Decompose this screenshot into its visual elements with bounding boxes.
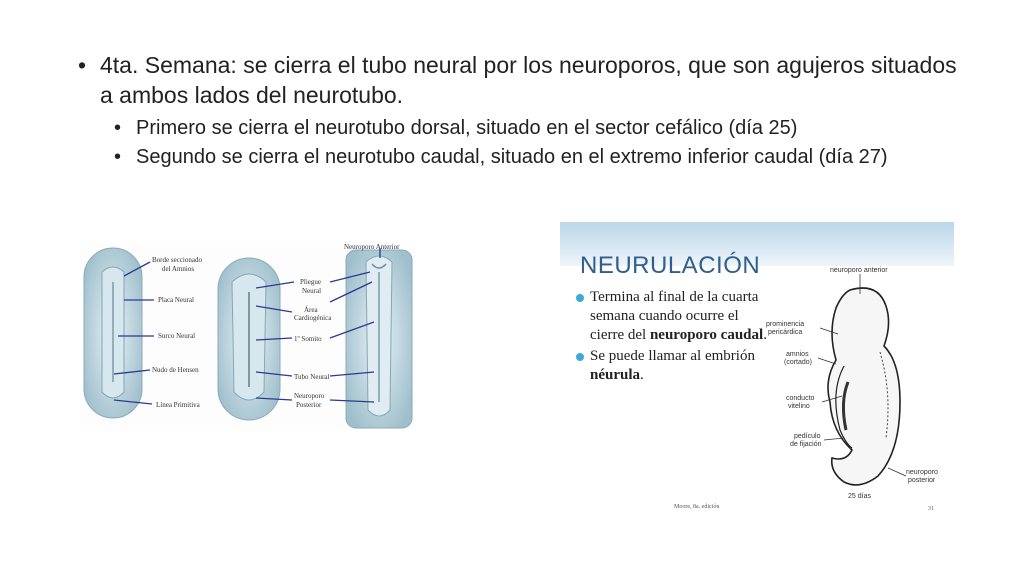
label-prominencia-1: prominencia bbox=[766, 321, 804, 328]
label-dias: 25 días bbox=[848, 493, 871, 500]
sub-bullet-1: Primero se cierra el neurotubo dorsal, s… bbox=[72, 116, 972, 141]
label-surco: Surco Neural bbox=[158, 332, 195, 340]
slide-bullet-2: Se puede llamar al embrión néurula. bbox=[574, 347, 774, 385]
label-neuroporo-post-1: neuroporo bbox=[906, 469, 938, 476]
bullet-list: 4ta. Semana: se cierra el tubo neural po… bbox=[72, 50, 972, 174]
label-borde-2: del Amnios bbox=[162, 265, 194, 273]
label-neuroporo-post-1: Neuroporo bbox=[294, 392, 325, 400]
label-neuroporo-ant: Neuroporo Anterior bbox=[344, 243, 400, 251]
label-pediculo-1: pedículo bbox=[794, 433, 821, 440]
embryo-diagram: Borde seccionado del Amnios Placa Neural… bbox=[83, 243, 413, 429]
embryo-outline bbox=[827, 287, 901, 486]
citation: Moore, 8a. edición bbox=[674, 504, 720, 510]
label-pediculo-2: de fijación bbox=[790, 441, 822, 448]
label-conducto-2: vitelino bbox=[788, 403, 810, 410]
bullet-1-text: Termina al final de la cuarta semana cua… bbox=[590, 289, 759, 343]
neurulation-slide: NEURULACIÓN Termina al final de la cuart… bbox=[560, 222, 954, 518]
bullet-2-bold: néurula bbox=[590, 367, 641, 383]
label-area-2: Cardiogénica bbox=[294, 314, 332, 322]
label-neuroporo-post-2: Posterior bbox=[296, 401, 322, 409]
label-conducto-1: conducto bbox=[786, 395, 815, 402]
bullet-1-bold: neuroporo caudal bbox=[649, 327, 764, 343]
label-area-1: Área bbox=[304, 306, 318, 314]
label-pliegue-2: Neural bbox=[302, 287, 321, 295]
label-borde-1: Borde seccionado bbox=[152, 256, 202, 264]
label-neuroporo-post-2: posterior bbox=[908, 477, 936, 484]
label-linea: Línea Primitiva bbox=[156, 401, 201, 409]
bullet-2-end: . bbox=[640, 367, 644, 383]
label-amnios-1: amnios bbox=[786, 351, 809, 358]
bullet-1-end: . bbox=[763, 327, 767, 343]
label-somito: 1º Somito bbox=[294, 335, 322, 343]
sub-bullet-2: Segundo se cierra el neurotubo caudal, s… bbox=[72, 145, 972, 170]
label-placa: Placa Neural bbox=[158, 296, 194, 304]
embryo-development-figure: Borde seccionado del Amnios Placa Neural… bbox=[80, 242, 416, 430]
slide-bullet-1: Termina al final de la cuarta semana cua… bbox=[574, 288, 774, 345]
title-band bbox=[560, 222, 954, 266]
main-bullet: 4ta. Semana: se cierra el tubo neural po… bbox=[72, 50, 972, 110]
label-pliegue-1: Pliegue bbox=[300, 278, 321, 286]
page-number: 31 bbox=[928, 506, 934, 512]
bullet-2-text: Se puede llamar al embrión bbox=[590, 348, 755, 364]
label-tubo: Tubo Neural bbox=[294, 373, 329, 381]
label-amnios-2: (cortado) bbox=[784, 359, 812, 366]
embryo-drawing: neuroporo anterior prominencia pericárdi… bbox=[766, 267, 938, 500]
slide-text: Termina al final de la cuarta semana cua… bbox=[574, 288, 774, 387]
slide-title: NEURULACIÓN bbox=[580, 252, 761, 279]
label-neuroporo-anterior: neuroporo anterior bbox=[830, 267, 888, 274]
label-nudo: Nudo de Hensen bbox=[152, 366, 199, 374]
label-prominencia-2: pericárdica bbox=[768, 329, 802, 336]
